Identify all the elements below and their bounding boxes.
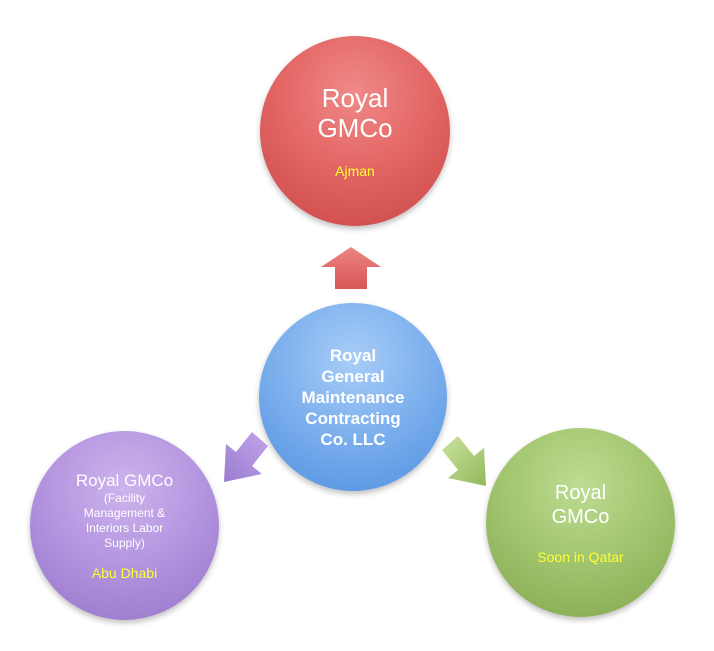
node-ajman: Royal GMCo Ajman: [260, 36, 450, 226]
arrow-down-right-icon: [442, 436, 486, 486]
node-qatar: Royal GMCo Soon in Qatar: [486, 428, 675, 617]
node-abu-dhabi-subtitle-line-2: Management &: [83, 505, 166, 520]
node-qatar-title-line-2: GMCo: [551, 505, 610, 528]
arrow-up-icon: [321, 247, 381, 289]
node-qatar-title-line-1: Royal: [554, 481, 607, 504]
node-headquarters-line-5: Co. LLC: [320, 429, 386, 449]
node-abu-dhabi-title: Royal GMCo: [75, 470, 174, 490]
node-headquarters-line-3: Maintenance: [301, 387, 405, 407]
node-abu-dhabi-subtitle-line-3: Interiors Labor: [85, 520, 164, 535]
node-abu-dhabi-subtitle-line-1: (Facility: [103, 490, 146, 505]
node-qatar-location: Soon in Qatar: [537, 548, 624, 565]
node-headquarters-line-1: Royal: [329, 345, 377, 365]
node-abu-dhabi-subtitle-line-4: Supply): [104, 535, 145, 550]
node-headquarters: Royal General Maintenance Contracting Co…: [259, 303, 447, 491]
node-abu-dhabi-location: Abu Dhabi: [91, 564, 158, 581]
node-ajman-location: Ajman: [335, 163, 375, 179]
node-headquarters-line-2: General: [321, 366, 385, 386]
node-headquarters-line-4: Contracting: [305, 408, 401, 428]
node-abu-dhabi: Royal GMCo (Facility Management & Interi…: [30, 431, 219, 620]
arrow-down-left-icon: [224, 432, 268, 482]
node-ajman-title-line-1: Royal: [321, 83, 389, 113]
node-ajman-title-line-2: GMCo: [317, 113, 393, 143]
